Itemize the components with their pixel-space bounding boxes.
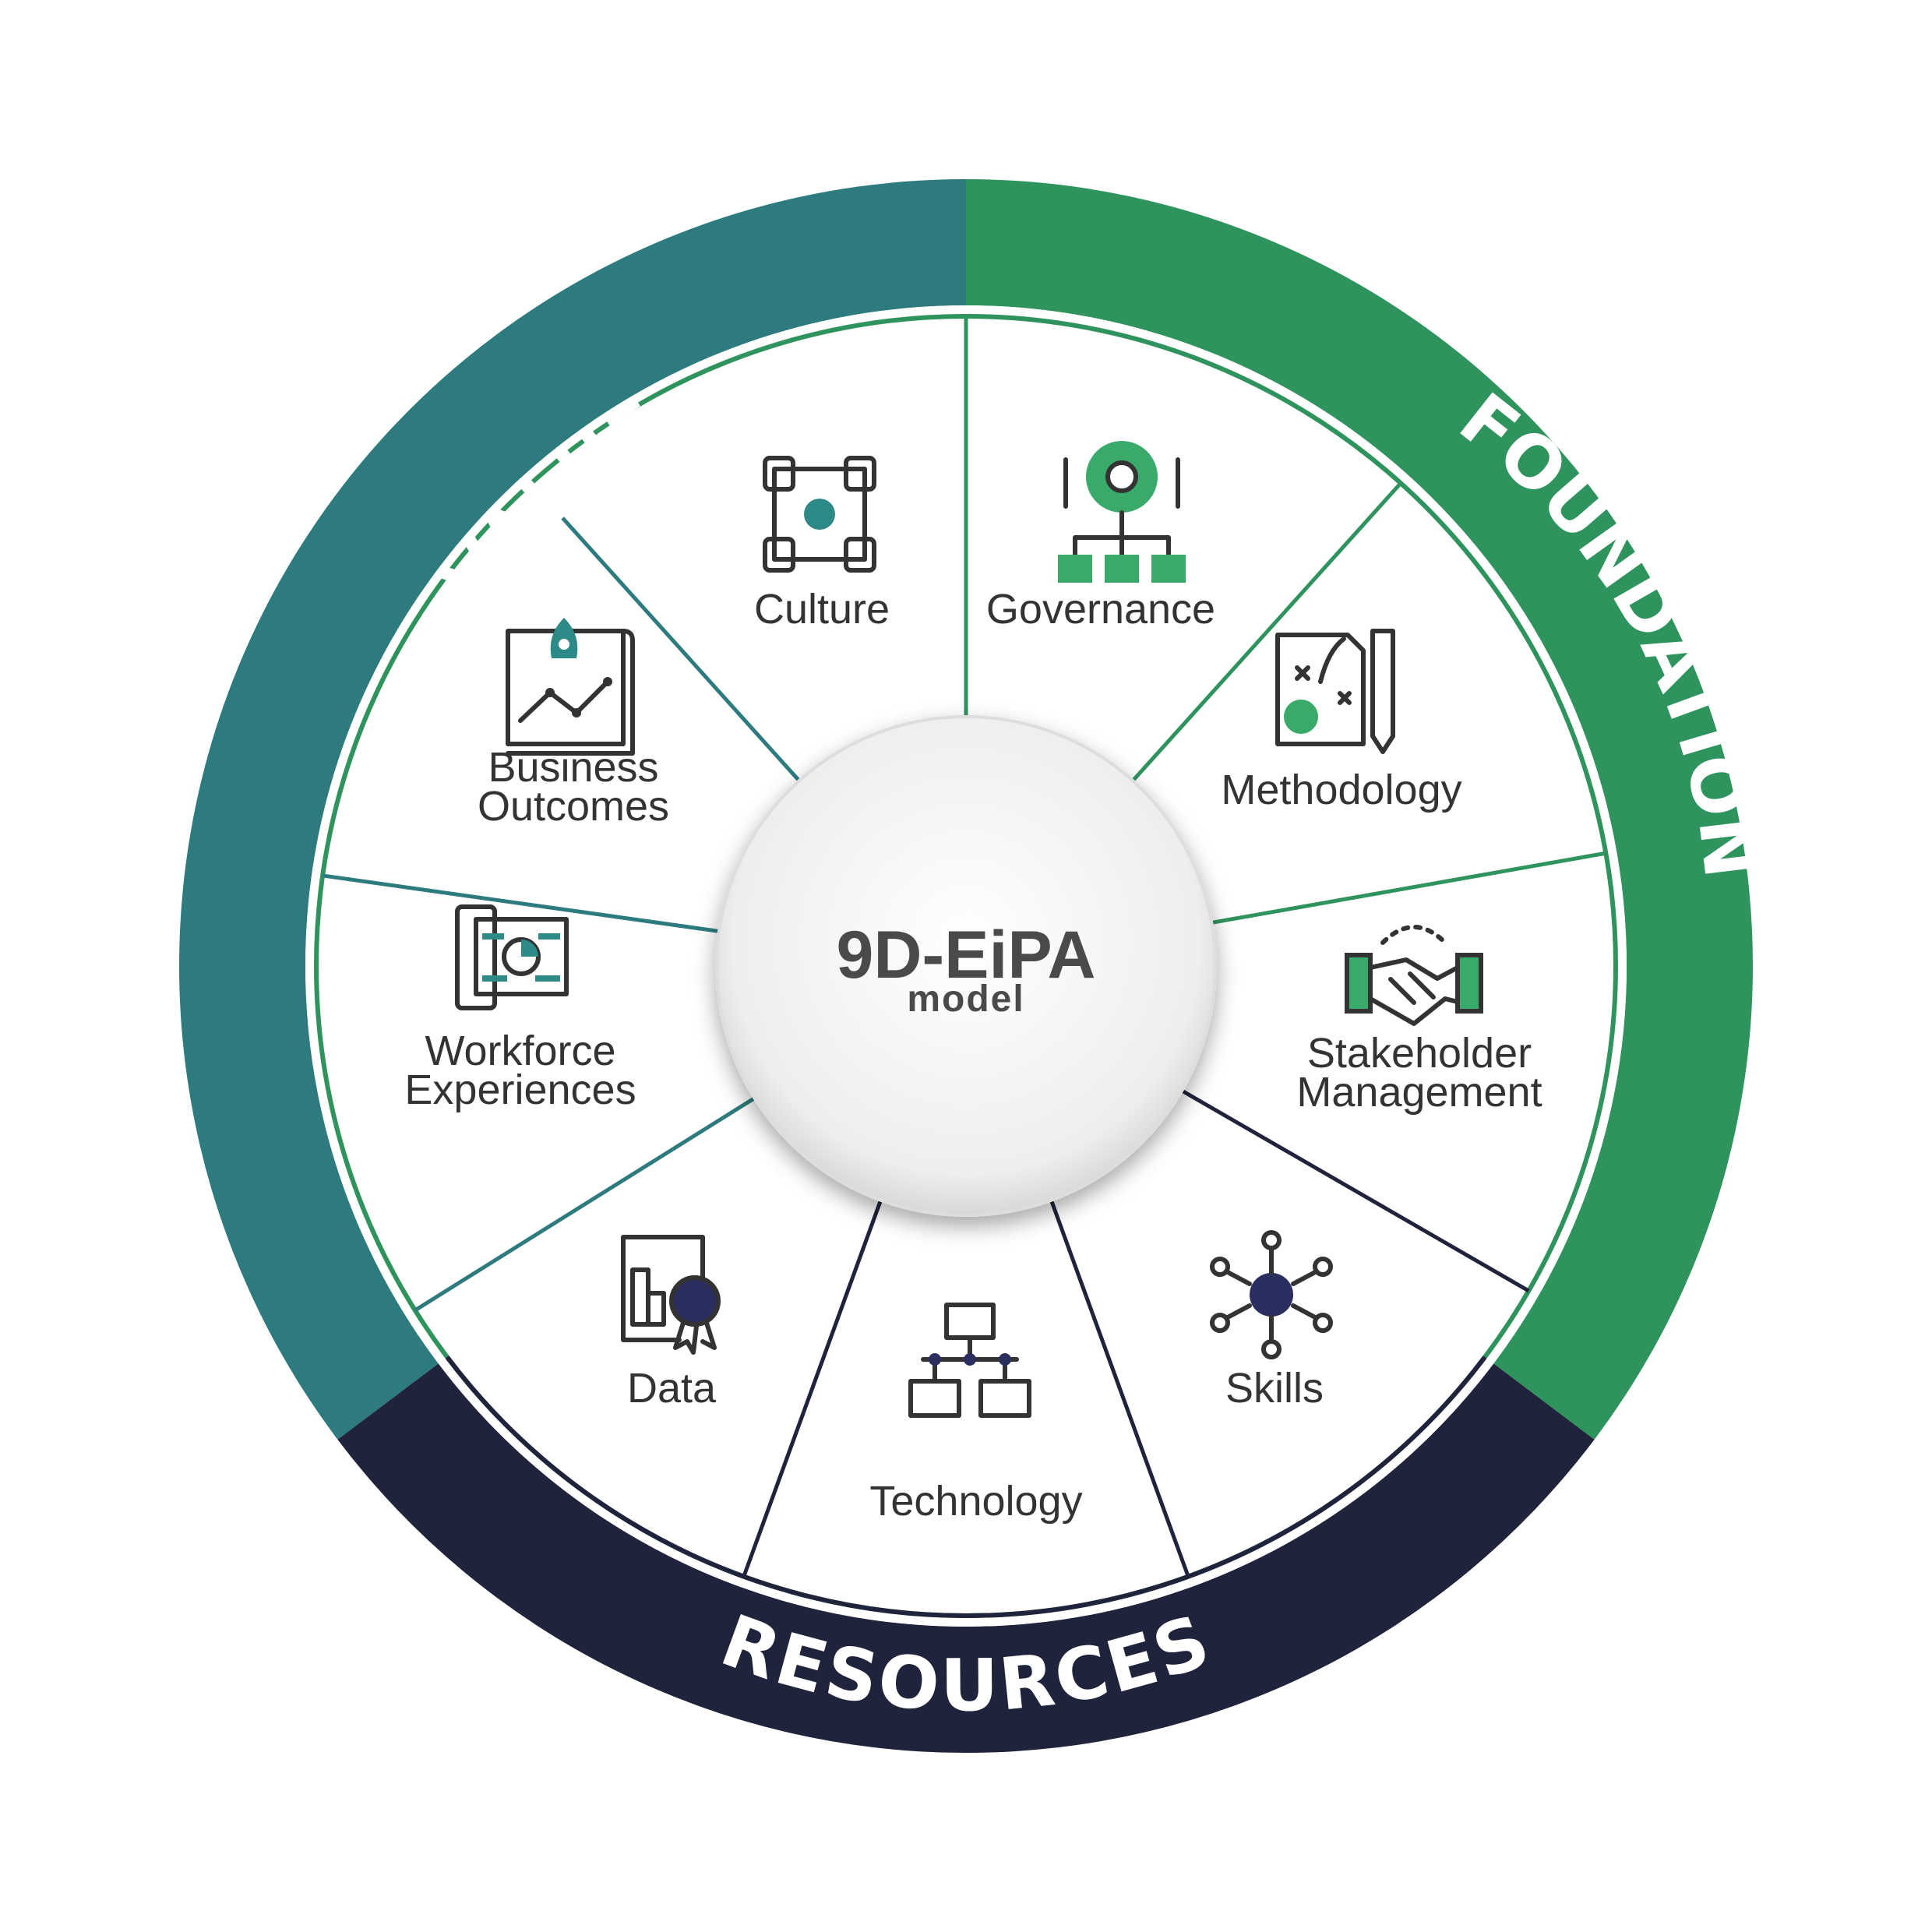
segment-label-culture: Culture — [754, 586, 890, 633]
segment-label-data: Data — [627, 1365, 717, 1412]
rocket-growth-chart-icon — [506, 618, 635, 756]
group-band-value — [179, 179, 966, 1440]
segment-divider — [1182, 1089, 1530, 1293]
segment-label-workforce: Workforce — [425, 1028, 615, 1074]
segment-labels: Culture Governance Methodology Stakehold… — [404, 586, 1542, 1525]
people-network-icon — [1210, 1230, 1333, 1359]
handshake-icon — [1345, 925, 1483, 1026]
segment-label-skills: Skills — [1225, 1365, 1324, 1412]
segment-divider — [530, 481, 800, 781]
segment-label-experiences: Experiences — [404, 1066, 636, 1113]
segment-divider — [1212, 851, 1606, 925]
group-band-foundation — [966, 179, 1754, 1440]
segment-label-business: Business — [488, 744, 658, 791]
center-subtitle: model — [907, 978, 1024, 1020]
inner-border-resources — [445, 1356, 1487, 1618]
segment-divider — [322, 873, 718, 933]
group-band-resources — [337, 1363, 1595, 1753]
segment-divider — [742, 1200, 883, 1578]
center-hub — [715, 715, 1217, 1217]
segment-divider — [1049, 1200, 1190, 1578]
segment-dividers — [322, 316, 1606, 1578]
report-certificate-icon — [621, 1235, 721, 1355]
segment-label-governance: Governance — [986, 586, 1215, 633]
segment-label-management: Management — [1296, 1069, 1542, 1116]
strategy-plan-icon — [1275, 629, 1395, 754]
computer-network-icon — [908, 1303, 1031, 1418]
segment-label-stakeholder: Stakeholder — [1307, 1030, 1532, 1077]
gear-hierarchy-icon — [1058, 441, 1186, 583]
segment-label-outcomes: Outcomes — [478, 783, 669, 830]
segment-divider — [414, 1097, 755, 1313]
segment-label-methodology: Methodology — [1221, 767, 1461, 813]
segment-label-technology: Technology — [869, 1478, 1082, 1525]
hands-circle-icon — [763, 456, 876, 573]
segment-divider — [1132, 481, 1402, 781]
center-title: 9D-EiPA — [837, 918, 1096, 992]
dashboard-tablet-icon — [455, 904, 569, 1010]
group-ring — [179, 179, 1754, 1753]
